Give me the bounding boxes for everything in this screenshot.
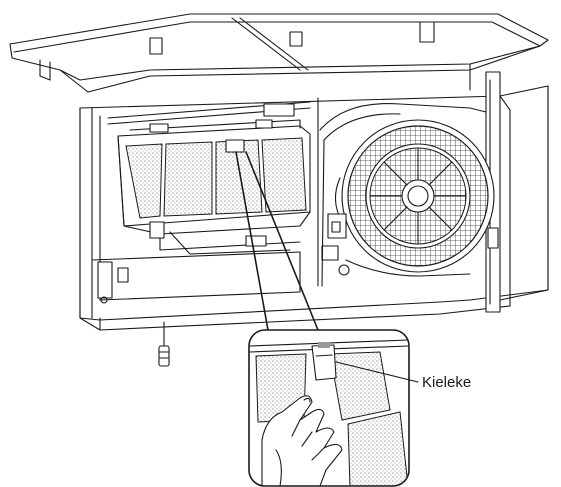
- detail-callout: [248, 329, 410, 487]
- filter-assembly: [117, 119, 311, 255]
- label-leader-line: [335, 361, 419, 383]
- pull-cord: [158, 321, 170, 367]
- fan-grille: [319, 102, 495, 287]
- open-front-panel: [9, 13, 549, 93]
- callout-connector-right: [245, 151, 319, 331]
- callout-connector: [235, 151, 269, 331]
- tab-label: Kieleke: [422, 374, 471, 391]
